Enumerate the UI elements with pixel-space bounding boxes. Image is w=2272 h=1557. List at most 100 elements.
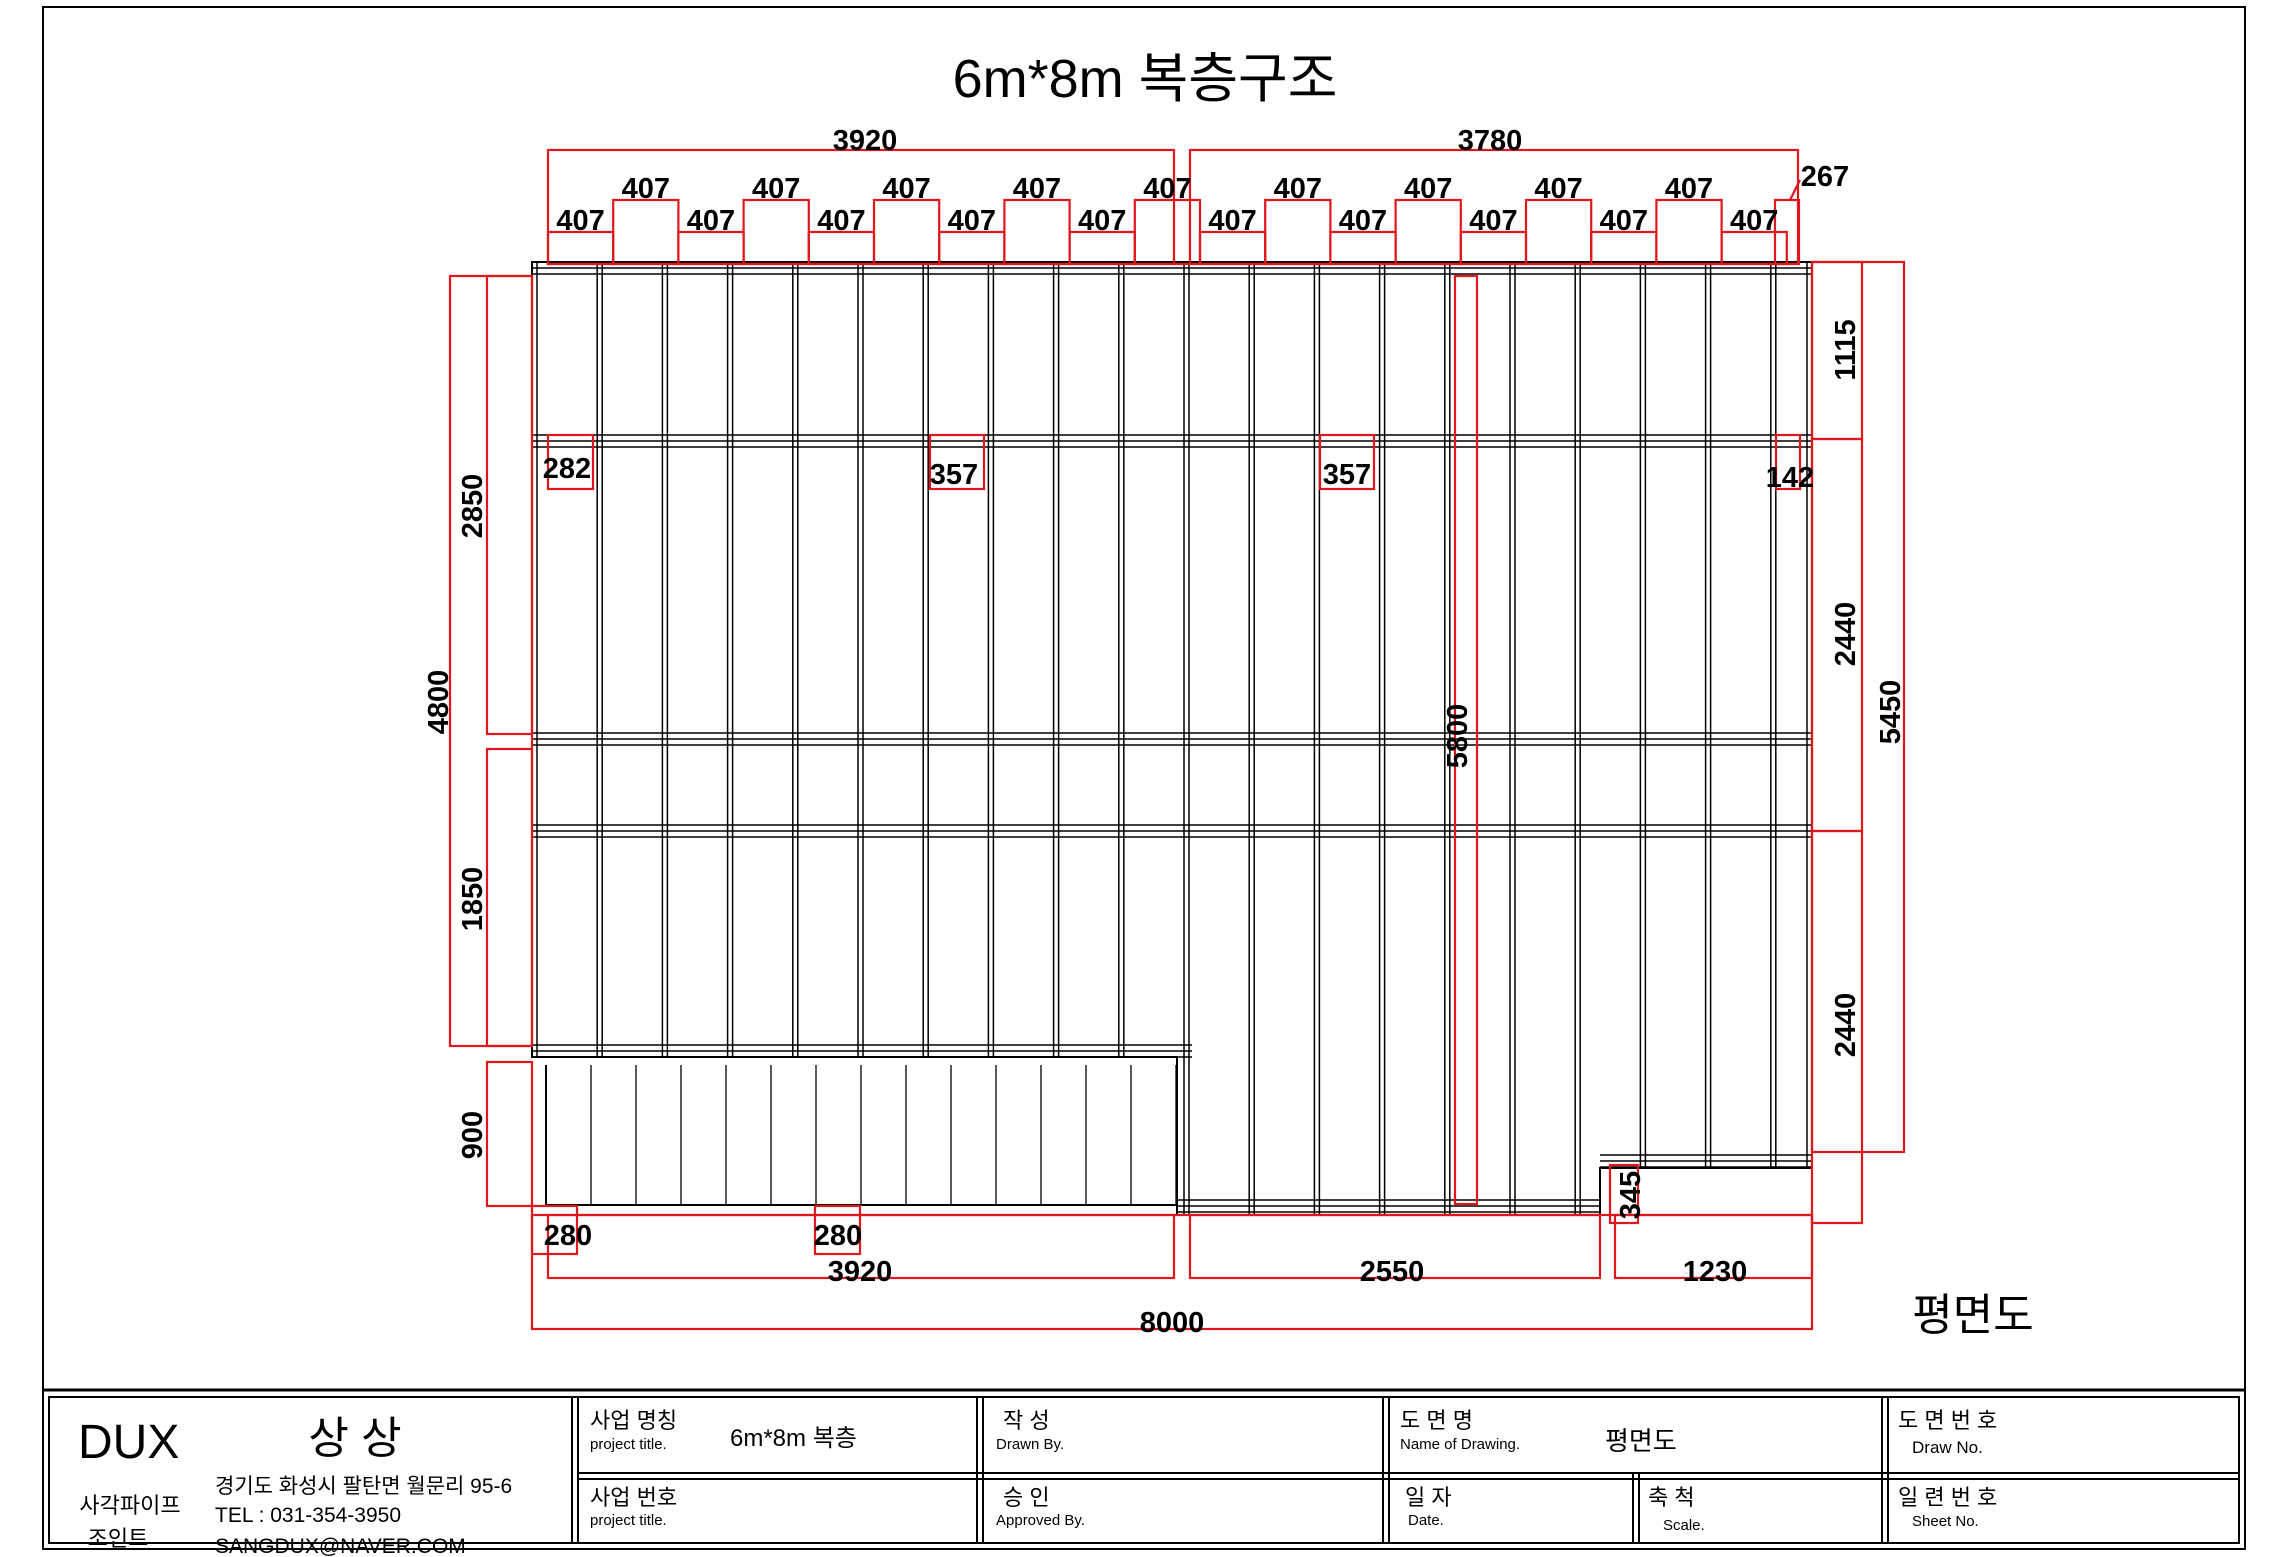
drawing-no-label: 도 면 번 호 (1898, 1408, 1997, 1433)
dim-407-4: 407 (817, 205, 865, 237)
company-email: SANGDUX@NAVER.COM (215, 1535, 466, 1557)
dimline-right-5450 (1810, 260, 1906, 1154)
approved-by-label: 승 인 (1003, 1485, 1050, 1510)
drawing-title: 6m*8m 복층구조 (953, 49, 1338, 109)
title-block (43, 1388, 2245, 1544)
dim-inner-357-a: 357 (930, 459, 978, 491)
dim-407-10: 407 (1208, 205, 1256, 237)
project-no-sub: project title. (590, 1512, 667, 1529)
dim-407-1: 407 (622, 173, 670, 205)
dimline-407-13 (1394, 198, 1462, 266)
dimline-top-267 (1773, 198, 1801, 266)
project-name-label: 사업 명칭 (590, 1408, 677, 1433)
dim-407-17: 407 (1665, 173, 1713, 205)
dimension-407-labels: 407 407 407 407 407 407 407 407 407 407 407 407 407 4… (556, 173, 1778, 237)
dim-bottom-2550: 2550 (1360, 1256, 1425, 1288)
dimline-407-11 (1264, 198, 1332, 266)
company-address: 경기도 화성시 팔탄면 월문리 95-6 (215, 1475, 512, 1498)
dim-bottom-3920: 3920 (828, 1256, 893, 1288)
dimline-bottom-280-b (813, 1204, 862, 1256)
dimline-407-5 (872, 198, 941, 266)
dim-407-13: 407 (1404, 173, 1452, 205)
company-name: 상 상 (308, 1414, 401, 1463)
dim-top-3780: 3780 (1458, 125, 1523, 157)
dim-right-2440-lower: 2440 (1830, 993, 1862, 1058)
project-name-sub: project title. (590, 1436, 667, 1453)
dim-bottom-280-a: 280 (544, 1220, 592, 1252)
date-label: 일 자 (1405, 1485, 1452, 1510)
dim-inner-142: 142 (1766, 462, 1814, 494)
sheet-no-sub: Sheet No. (1912, 1513, 1979, 1530)
dim-right-1115: 1115 (1830, 319, 1862, 380)
dimline-inner-357-b (1318, 433, 1376, 491)
dimline-left-1850 (485, 747, 534, 1048)
dim-407-3: 407 (752, 173, 800, 205)
dim-bottom-1230: 1230 (1683, 1256, 1748, 1288)
dim-bottom-8000: 8000 (1140, 1307, 1205, 1339)
product-line-1: 사각파이프 (79, 1493, 180, 1518)
dim-left-2850: 2850 (457, 474, 489, 539)
sheet-no-label: 일 련 번 호 (1898, 1485, 1997, 1510)
dim-inner-282: 282 (543, 453, 591, 485)
dim-bottom-345: 345 (1615, 1171, 1647, 1219)
dim-407-12: 407 (1339, 205, 1387, 237)
dimline-center-5800 (1453, 274, 1479, 1206)
project-no-label: 사업 번호 (590, 1485, 677, 1510)
drawing-no-sub: Draw No. (1912, 1438, 1983, 1457)
dim-right-2440-upper: 2440 (1830, 602, 1862, 667)
dimline-407-7 (1003, 198, 1071, 266)
dim-bottom-280-b: 280 (814, 1220, 862, 1252)
dimension-lines (448, 148, 1906, 1331)
dim-left-4800: 4800 (423, 670, 455, 735)
dimline-407-3 (742, 198, 810, 266)
dim-left-900: 900 (457, 1111, 489, 1159)
framing-plan (531, 261, 1813, 1216)
dim-left-1850: 1850 (457, 867, 489, 932)
title-block-texts: DUX 상 상 사각파이프 조인트 경기도 화성시 팔탄면 월문리 95-6 T… (78, 1408, 1997, 1557)
date-sub: Date. (1408, 1512, 1444, 1529)
dim-407-14: 407 (1469, 205, 1517, 237)
dimline-left-900 (485, 1060, 534, 1208)
drawn-by-label: 작 성 (1003, 1408, 1050, 1433)
dim-407-2: 407 (687, 205, 735, 237)
dim-407-8: 407 (1078, 205, 1126, 237)
dimline-inner-282 (546, 433, 595, 491)
dim-407-7: 407 (1013, 173, 1061, 205)
dim-407-16: 407 (1600, 205, 1648, 237)
dim-407-0: 407 (556, 205, 604, 237)
drawing-name-sub: Name of Drawing. (1400, 1436, 1520, 1453)
dim-right-5450: 5450 (1875, 680, 1907, 745)
product-line-2: 조인트 (88, 1526, 149, 1551)
drawing-name-label: 도 면 명 (1400, 1408, 1473, 1433)
dim-407-11: 407 (1274, 173, 1322, 205)
dim-407-18: 407 (1730, 205, 1778, 237)
dimline-407-17 (1655, 198, 1723, 266)
scale-sub: Scale. (1663, 1517, 1705, 1534)
dimline-bottom-345 (1608, 1163, 1640, 1225)
dim-407-5: 407 (882, 173, 930, 205)
company-tel: TEL : 031-354-3950 (215, 1504, 401, 1527)
dim-top-267: 267 (1801, 161, 1849, 193)
company-logo-text: DUX (78, 1416, 179, 1469)
dimline-407-18 (1720, 230, 1788, 266)
scale-label: 축 척 (1648, 1485, 1695, 1510)
dim-center-5800: 5800 (1442, 704, 1474, 769)
dim-407-15: 407 (1534, 173, 1582, 205)
drawing-name-value: 평면도 (1605, 1426, 1677, 1456)
view-label: 평면도 (1912, 1291, 2033, 1340)
dimline-inner-142 (1774, 433, 1802, 491)
dimline-407-15 (1524, 198, 1593, 266)
dimline-inner-357-a (928, 433, 986, 491)
project-name-value: 6m*8m 복층 (730, 1425, 857, 1452)
dim-407-6: 407 (948, 205, 996, 237)
dimline-407-1 (612, 198, 680, 266)
approved-by-sub: Approved By. (996, 1512, 1085, 1529)
dimline-left-2850 (485, 274, 534, 736)
drawn-by-sub: Drawn By. (996, 1436, 1064, 1453)
sheet-border (42, 6, 2246, 1550)
dimension-labels: 3920 3780 267 4800 2850 1850 900 1115 24… (423, 125, 1907, 1339)
dim-407-9: 407 (1143, 173, 1191, 205)
dimline-top-267-leader (1789, 179, 1801, 201)
dimline-bottom-8000 (530, 1213, 1814, 1331)
